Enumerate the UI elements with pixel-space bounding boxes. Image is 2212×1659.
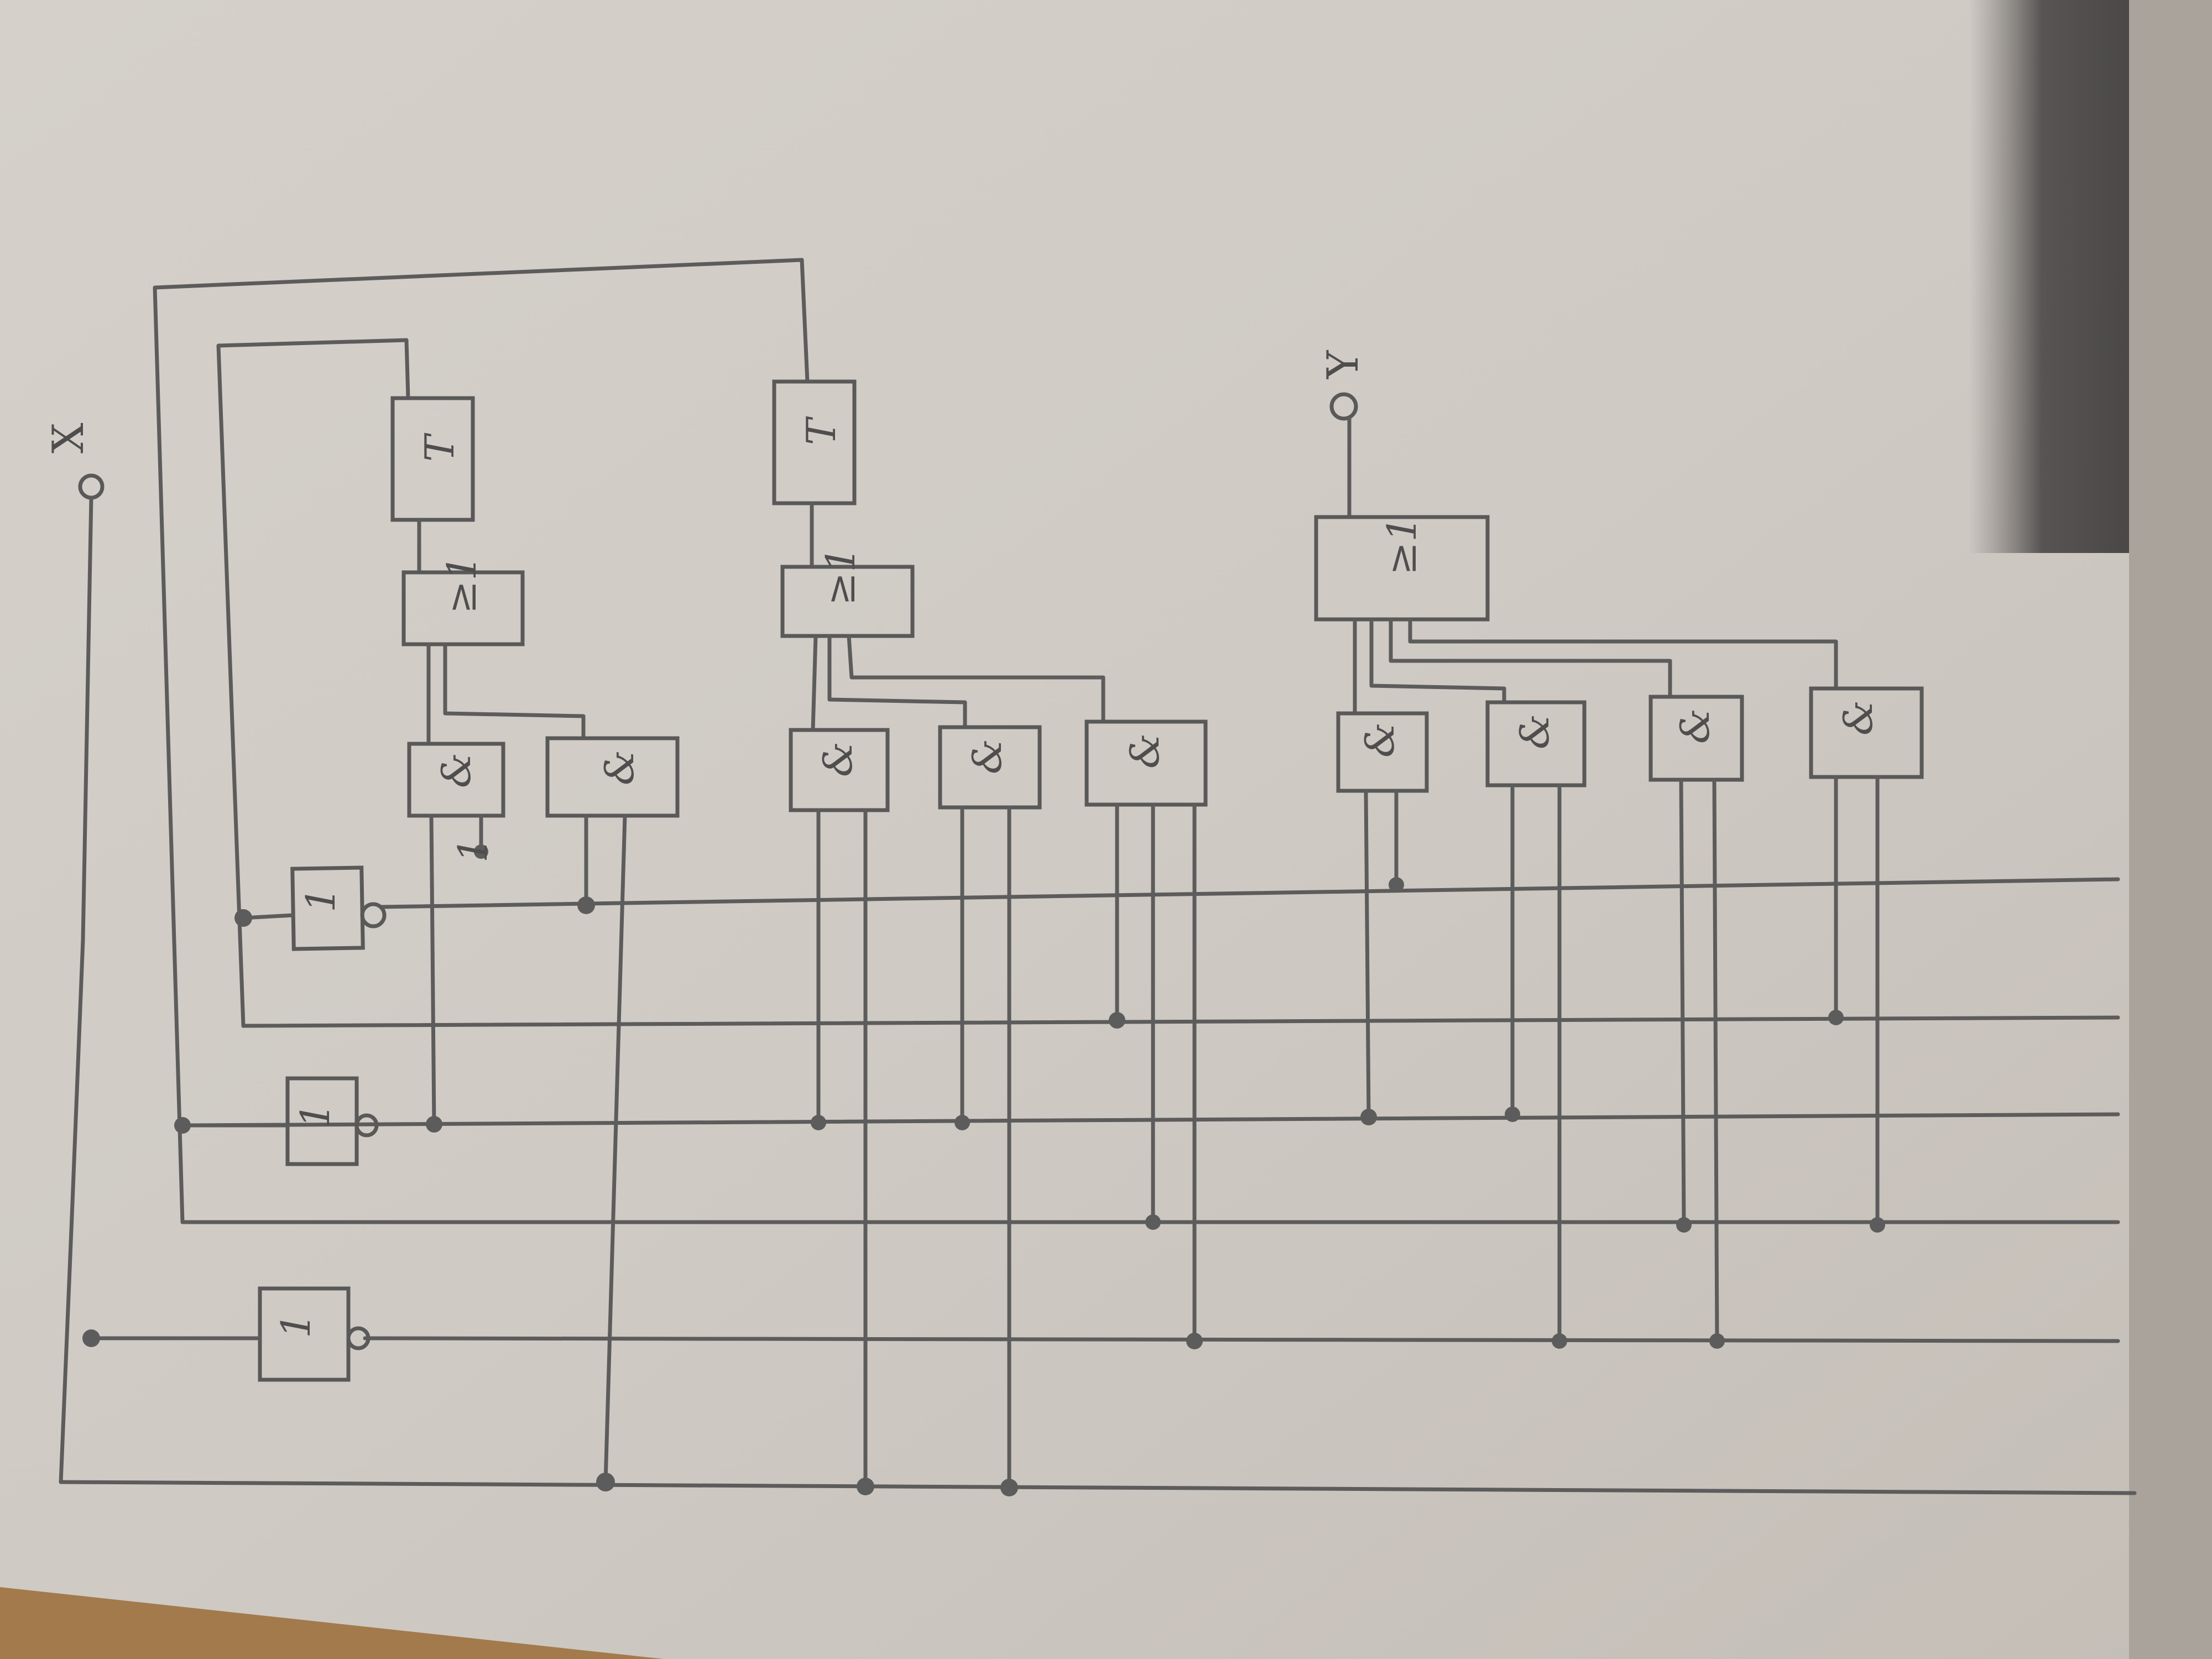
junction-dot [1505, 1107, 1520, 1122]
junction-dot [426, 1116, 442, 1133]
not-gate-1 [290, 865, 365, 951]
right-edge-shadow [2129, 0, 2212, 1659]
or-out-to-and-8 [1389, 617, 1672, 699]
not-gate-1-label: 1 [298, 887, 344, 912]
not-gate-2-label: 1 [292, 1103, 338, 1128]
or-gate-out [1314, 515, 1490, 622]
or-gate-2-label: ≥1 [817, 547, 864, 606]
feedback-loop-outer [153, 258, 804, 1224]
bus-5 [363, 1336, 2120, 1343]
and-gate-1-label: & [433, 753, 479, 788]
and-gate-2 [545, 736, 680, 818]
and-gate-3 [789, 728, 890, 812]
and-gate-8-label: & [1672, 708, 1718, 744]
table-corner [0, 1587, 664, 1659]
and-gate-9-label: & [1835, 700, 1881, 735]
junction-dot [1709, 1333, 1725, 1349]
junction-dot [174, 1117, 191, 1134]
junction-dot [1870, 1217, 1885, 1233]
not-gate-3-label: 1 [273, 1313, 319, 1338]
junction-dot [1389, 877, 1404, 893]
and-gate-5-label: & [1121, 733, 1168, 769]
and-1-to-bus-3 [429, 813, 436, 1128]
bus-6 [59, 1480, 2137, 1495]
junction-dot [1145, 1214, 1161, 1230]
junction-dot [1676, 1217, 1692, 1233]
trigger-1-label: T [416, 432, 463, 462]
not-gate-1-bubble [360, 902, 387, 928]
and-2-to-bus-6 [603, 813, 627, 1484]
and-gate-6-label: & [1357, 722, 1403, 758]
output-y-label: Y [1318, 349, 1368, 379]
and-8-to-bus-5 [1712, 778, 1719, 1343]
and-gate-4-label: & [964, 739, 1010, 774]
and-8-to-bus-4 [1679, 778, 1686, 1227]
feedback-loop-inner [216, 338, 409, 1028]
not-gate-3-bubble [346, 1326, 371, 1350]
and-gate-7 [1485, 700, 1587, 787]
and-gate-7-label: & [1511, 714, 1558, 749]
junction-dot [234, 909, 252, 927]
junction-dot [1000, 1479, 1018, 1496]
trigger-2 [772, 379, 857, 505]
and-gate-9 [1809, 686, 1924, 779]
junction-dot [596, 1473, 615, 1491]
junction-dot [1186, 1333, 1203, 1349]
and-gate-4 [938, 725, 1042, 810]
or-gate-1 [401, 570, 525, 646]
and-gate-2-label: & [596, 750, 643, 785]
feedback-outer-to-trigger-2 [800, 258, 810, 384]
not-gate-2-bubble [354, 1113, 379, 1138]
junction-dot [954, 1115, 970, 1130]
junction-dot [1552, 1333, 1567, 1349]
or-out-to-and-7 [1369, 617, 1506, 705]
and-gate-3-label: & [815, 742, 861, 777]
or-out-to-and-9 [1408, 617, 1838, 691]
or-2-to-and-4 [827, 634, 967, 729]
output-y-terminal [1329, 392, 1358, 421]
junction-dot [811, 1115, 826, 1130]
junction-dot [1828, 1010, 1844, 1025]
and-1-const-dot [474, 844, 488, 859]
or-2-to-and-3 [811, 634, 818, 732]
junction-dot [1360, 1109, 1377, 1125]
junction-dot [577, 896, 595, 914]
feedback-inner-to-trigger-1 [404, 338, 410, 400]
junction-dot [1109, 1012, 1125, 1029]
and-1-const-label: 1 [450, 837, 496, 863]
and-gate-5 [1084, 719, 1208, 807]
and-gate-6 [1336, 711, 1429, 793]
or-gate-out-label: ≥1 [1379, 517, 1425, 575]
junction-dot [82, 1329, 100, 1347]
or-gate-1-label: ≥1 [439, 555, 485, 614]
bus-1 [379, 877, 2120, 909]
bus-2 [241, 1015, 2120, 1028]
junction-dot [857, 1478, 874, 1495]
input-x-label: X [44, 422, 93, 453]
and-gate-8 [1648, 695, 1744, 782]
and-gate-1 [407, 742, 505, 818]
or-2-to-and-5 [847, 634, 1105, 724]
trigger-1 [390, 396, 475, 522]
wire-x-main [59, 495, 93, 1484]
trigger-2-label: T [798, 416, 844, 445]
and-6-to-bus-3 [1364, 789, 1371, 1119]
or-1-to-and-2 [443, 642, 586, 740]
